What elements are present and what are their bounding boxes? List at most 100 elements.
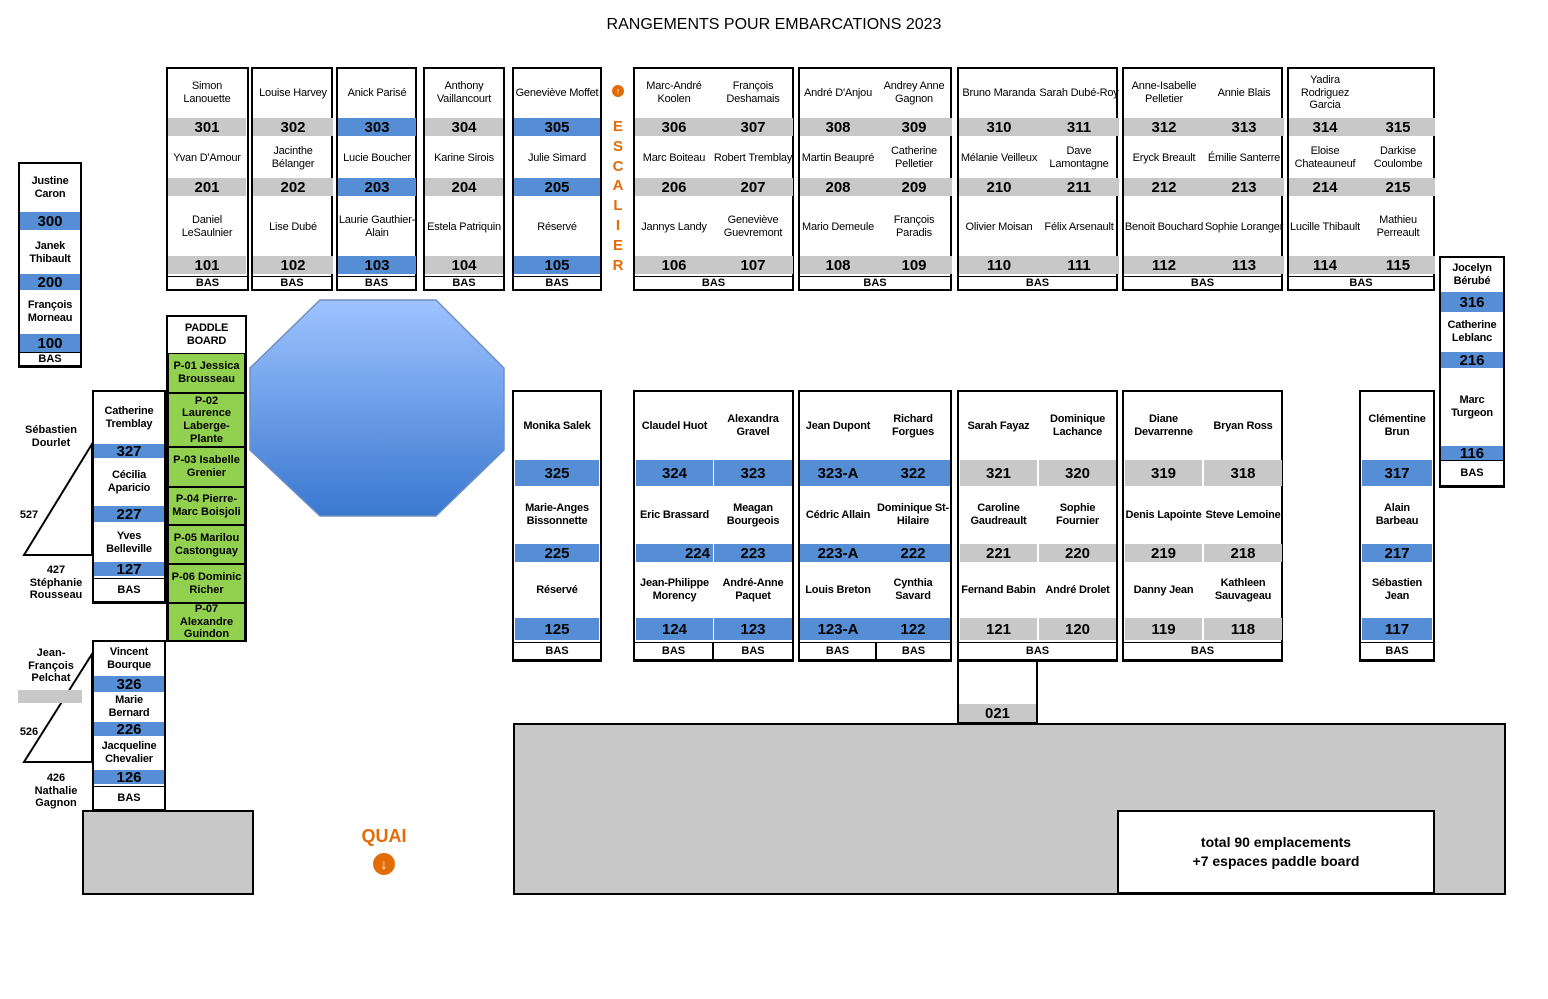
paddle-slot[interactable]: P-05 Marilou Castonguay xyxy=(168,525,245,564)
slot-name[interactable]: Fernand Babin xyxy=(961,583,1036,596)
slot-name[interactable]: Geneviève Moffet xyxy=(515,86,599,99)
slot-name[interactable]: Jean Dupont xyxy=(805,419,871,432)
slot-name[interactable]: Bruno Maranda xyxy=(962,86,1036,99)
slot-name[interactable]: Marie-Anges Bissonnette xyxy=(525,502,589,527)
slot-name[interactable]: Catherine Pelletier xyxy=(891,145,937,170)
slot-name[interactable]: André Drolet xyxy=(1045,583,1110,596)
slot-name[interactable]: Karine Sirois xyxy=(434,151,494,164)
stack-name[interactable]: Jocelyn Bérubé xyxy=(1452,262,1492,287)
slot-name[interactable]: Réservé xyxy=(537,220,577,233)
slot-name[interactable]: Clémentine Brun xyxy=(1368,413,1426,438)
slot-name[interactable]: Denis Lapointe xyxy=(1125,508,1202,521)
slot-name[interactable]: Marc-André Koolen xyxy=(646,80,702,105)
stack-name[interactable]: Janek Thibault xyxy=(29,240,71,265)
slot-name[interactable]: Monika Salek xyxy=(523,419,591,432)
slot-name[interactable]: Sophie Fournier xyxy=(1055,502,1099,527)
slot-name[interactable]: Darkise Coulombe xyxy=(1373,145,1423,170)
slot-name[interactable]: Olivier Moisan xyxy=(965,220,1033,233)
slot-name[interactable]: Yadira Rodriguez Garcia xyxy=(1300,74,1350,112)
slot-name[interactable]: Réservé xyxy=(536,583,578,596)
slot-name[interactable]: Alexandra Gravel xyxy=(727,413,779,438)
slot-name[interactable]: André-Anne Paquet xyxy=(722,577,784,602)
slot-name[interactable]: Dominique Lachance xyxy=(1049,413,1106,438)
slot-name[interactable]: Yvan D'Amour xyxy=(173,151,241,164)
slot-name[interactable]: Eric Brassard xyxy=(640,508,709,521)
stack-name[interactable]: Marc Turgeon xyxy=(1451,394,1493,419)
slot-name[interactable]: Laurie Gauthier-Alain xyxy=(338,214,416,239)
slot-name[interactable]: Richard Forgues xyxy=(892,413,934,438)
stack-number: 327 xyxy=(94,443,164,460)
slot-name[interactable]: Jannys Landy xyxy=(641,220,707,233)
slot-name[interactable]: Sébastien Jean xyxy=(1371,577,1423,602)
slot-name[interactable]: Julie Simard xyxy=(527,151,587,164)
slot-name[interactable]: André D'Anjou xyxy=(804,86,872,99)
slot-name[interactable]: Marc Boiteau xyxy=(642,151,706,164)
slot-name[interactable]: François Paradis xyxy=(893,214,935,239)
slot-name[interactable]: Mario Demeule xyxy=(802,220,874,233)
slot-name[interactable]: Jacinthe Bélanger xyxy=(271,145,315,170)
slot-name[interactable]: Lucille Thibault xyxy=(1290,220,1360,233)
slot-name[interactable]: Alain Barbeau xyxy=(1375,502,1419,527)
slot-name[interactable]: Caroline Gaudreault xyxy=(970,502,1027,527)
slot-name[interactable]: Bryan Ross xyxy=(1213,419,1273,432)
slot-name[interactable]: Meagan Bourgeois xyxy=(726,502,780,527)
stack-name[interactable]: Yves Belleville xyxy=(106,530,152,555)
slot-frame xyxy=(1359,390,1435,662)
stack-name[interactable]: Catherine Tremblay xyxy=(104,405,154,430)
label-nathalie-gagnon: 426 Nathalie Gagnon xyxy=(34,772,78,810)
slot-name[interactable]: Sarah Fayaz xyxy=(967,419,1030,432)
stack-name[interactable]: François Morneau xyxy=(27,299,73,324)
slot-name[interactable]: Mélanie Veilleux xyxy=(960,151,1038,164)
slot-name[interactable]: Dominique St-Hilaire xyxy=(877,502,949,527)
stack-name[interactable]: Cécilia Aparicio xyxy=(107,469,151,494)
slot-name[interactable]: Diane Devarrenne xyxy=(1134,413,1193,438)
paddle-slot[interactable]: P-01 Jessica Brousseau xyxy=(168,353,245,393)
stack-number: 200 xyxy=(20,274,80,291)
slot-name[interactable]: Mathieu Perreault xyxy=(1376,214,1420,239)
slot-name[interactable]: Félix Arsenault xyxy=(1044,220,1114,233)
slot-name[interactable]: Cédric Allain xyxy=(805,508,871,521)
slot-name[interactable] xyxy=(1361,68,1435,118)
slot-name[interactable]: Simon Lanouette xyxy=(183,80,231,105)
paddle-slot[interactable]: P-04 Pierre-Marc Boisjoli xyxy=(168,487,245,525)
slot-name[interactable]: Lise Dubé xyxy=(269,220,317,233)
slot-name[interactable]: Robert Tremblay xyxy=(713,151,793,164)
slot-name[interactable]: Dave Lamontagne xyxy=(1049,145,1109,170)
slot-name[interactable]: Anthony Vaillancourt xyxy=(436,80,492,105)
stack-name[interactable]: Justine Caron xyxy=(31,175,69,200)
slot-name[interactable]: Sarah Dubé-Roy xyxy=(1039,86,1119,99)
slot-name[interactable]: Benoit Bouchard xyxy=(1124,220,1204,233)
slot-name[interactable]: Daniel LeSaulnier xyxy=(181,214,233,239)
paddle-slot[interactable]: P-06 Dominic Richer xyxy=(168,564,245,603)
paddle-slot[interactable]: P-07 Alexandre Guindon xyxy=(168,603,245,641)
slot-name[interactable]: Sophie Loranger xyxy=(1204,220,1284,233)
slot-name[interactable]: Steve Lemoine xyxy=(1205,508,1281,521)
slot-name[interactable]: Louise Harvey xyxy=(259,86,327,99)
slot-name[interactable]: Lucie Boucher xyxy=(343,151,411,164)
slot-name[interactable]: Geneviève Guevremont xyxy=(723,214,783,239)
slot-name[interactable]: Jean-Philippe Morency xyxy=(640,577,709,602)
slot-name[interactable]: Annie Blais xyxy=(1217,86,1271,99)
slot-name[interactable]: Eloise Chateauneuf xyxy=(1294,145,1356,170)
slot-name[interactable]: Estela Patriquin xyxy=(427,220,501,233)
slot-name[interactable]: François Deshamais xyxy=(726,80,780,105)
slot-name[interactable]: Danny Jean xyxy=(1133,583,1194,596)
slot-number: 110 xyxy=(959,256,1039,274)
slot-name[interactable]: Martin Beaupré xyxy=(801,151,875,164)
paddle-slot[interactable]: P-02 Laurence Laberge-Plante xyxy=(168,393,245,447)
paddle-slot[interactable]: P-03 Isabelle Grenier xyxy=(168,447,245,487)
slot-name[interactable]: Kathleen Sauvageau xyxy=(1214,577,1272,602)
stack-name[interactable]: Vincent Bourque xyxy=(107,646,151,671)
slot-name[interactable]: Anick Parisé xyxy=(347,86,407,99)
slot-name[interactable]: Louis Breton xyxy=(805,583,871,596)
slot-name[interactable]: Cynthia Savard xyxy=(893,577,933,602)
escalier-letter: L xyxy=(613,197,623,215)
slot-name[interactable]: Andrey Anne Gagnon xyxy=(883,80,945,105)
stack-name[interactable]: Marie Bernard xyxy=(108,694,150,719)
slot-name[interactable]: Émilie Santerre xyxy=(1207,151,1281,164)
stack-name[interactable]: Catherine Leblanc xyxy=(1447,319,1497,344)
slot-name[interactable]: Claudel Huot xyxy=(641,419,708,432)
slot-name[interactable]: Eryck Breault xyxy=(1132,151,1196,164)
slot-name[interactable]: Anne-Isabelle Pelletier xyxy=(1131,80,1197,105)
stack-name[interactable]: Jacqueline Chevalier xyxy=(101,740,157,765)
